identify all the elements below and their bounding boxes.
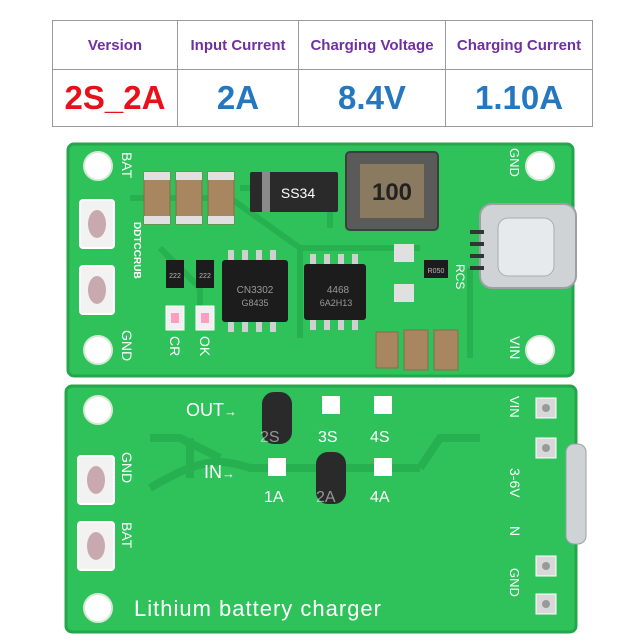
silk-2s: 2S <box>260 429 280 446</box>
r2-label: 222 <box>199 273 211 280</box>
silk-bat: BAT <box>119 152 135 179</box>
silk-bat: BAT <box>119 522 135 549</box>
mount-hole-br <box>525 335 555 365</box>
silk-2a: 2A <box>316 489 336 506</box>
diode-label: SS34 <box>281 185 315 201</box>
value-charging-current: 1.10A <box>445 69 593 127</box>
silk-4a: 4A <box>370 489 390 506</box>
spec-value-row: 2S_2A 2A 8.4V 1.10A <box>52 69 593 127</box>
capacitor <box>403 329 429 371</box>
mount-hole-tl <box>83 151 113 181</box>
resistor-222 <box>196 260 214 288</box>
jumper-pad <box>268 458 286 476</box>
silk-out: OUT→ <box>186 400 237 420</box>
ic-cn3302 <box>222 260 288 322</box>
silk-caption: Lithium battery charger <box>134 596 382 621</box>
silk-gnd-right: GND <box>507 568 522 597</box>
solder-bridge-2a <box>316 452 346 504</box>
ic1-label: CN3302 <box>237 285 274 296</box>
silk-in: IN→ <box>204 462 235 482</box>
product-photo: SS34 100 CN3302 G8435 4468 6A2H13 222 22… <box>64 142 587 634</box>
value-version: 2S_2A <box>52 69 178 127</box>
silk-vin: VIN <box>507 396 522 418</box>
silk-brand: DDTCCRUB <box>131 222 142 279</box>
silk-4s: 4S <box>370 429 390 446</box>
silk-gnd-left: GND <box>119 330 135 361</box>
header-version: Version <box>52 20 178 70</box>
diode-ss34 <box>250 172 338 212</box>
ic1-sublabel: G8435 <box>241 298 268 308</box>
header-charging-voltage: Charging Voltage <box>298 20 446 70</box>
mount-hole-bl <box>83 593 113 623</box>
silk-gnd-right: GND <box>507 148 522 177</box>
silk-range: 3-6V <box>507 468 523 498</box>
solder-bridge-2s <box>262 392 292 444</box>
rcs-resistor-label: R050 <box>428 268 445 275</box>
silk-vin: VIN <box>507 336 523 359</box>
silk-ok: OK <box>197 336 213 357</box>
jumper-pad <box>374 396 392 414</box>
silk-3s: 3S <box>318 429 338 446</box>
jumper-pad <box>374 458 392 476</box>
top-board: SS34 100 CN3302 G8435 4468 6A2H13 222 22… <box>66 142 577 378</box>
silk-rcs: RCS <box>453 264 467 289</box>
usb-c-connector <box>565 443 587 545</box>
spec-header-row: Version Input Current Charging Voltage C… <box>52 20 593 70</box>
header-input-current: Input Current <box>177 20 299 70</box>
mount-hole-bl <box>83 335 113 365</box>
r1-label: 222 <box>169 273 181 280</box>
value-input-current: 2A <box>177 69 299 127</box>
resistor-rcs <box>424 260 448 278</box>
ic2-sublabel: 6A2H13 <box>320 298 353 308</box>
capacitor <box>375 331 399 369</box>
resistor-222 <box>166 260 184 288</box>
silk-cr: CR <box>167 336 183 356</box>
header-charging-current: Charging Current <box>445 20 593 70</box>
jumper-pad <box>322 396 340 414</box>
spec-table: Version Input Current Charging Voltage C… <box>52 20 593 127</box>
mount-hole-tl <box>83 395 113 425</box>
inductor-label: 100 <box>372 179 412 206</box>
capacitor <box>433 329 459 371</box>
ic-4468 <box>304 264 366 320</box>
value-charging-voltage: 8.4V <box>298 69 446 127</box>
silk-n: N <box>507 526 523 536</box>
ic2-label: 4468 <box>327 285 350 296</box>
silk-gnd-left: GND <box>119 452 135 483</box>
silk-1a: 1A <box>264 489 284 506</box>
mount-hole-tr <box>525 151 555 181</box>
bottom-board: OUT→ 2S 3S 4S IN→ 1A 2A 4A GND BAT VIN 3… <box>64 384 587 634</box>
